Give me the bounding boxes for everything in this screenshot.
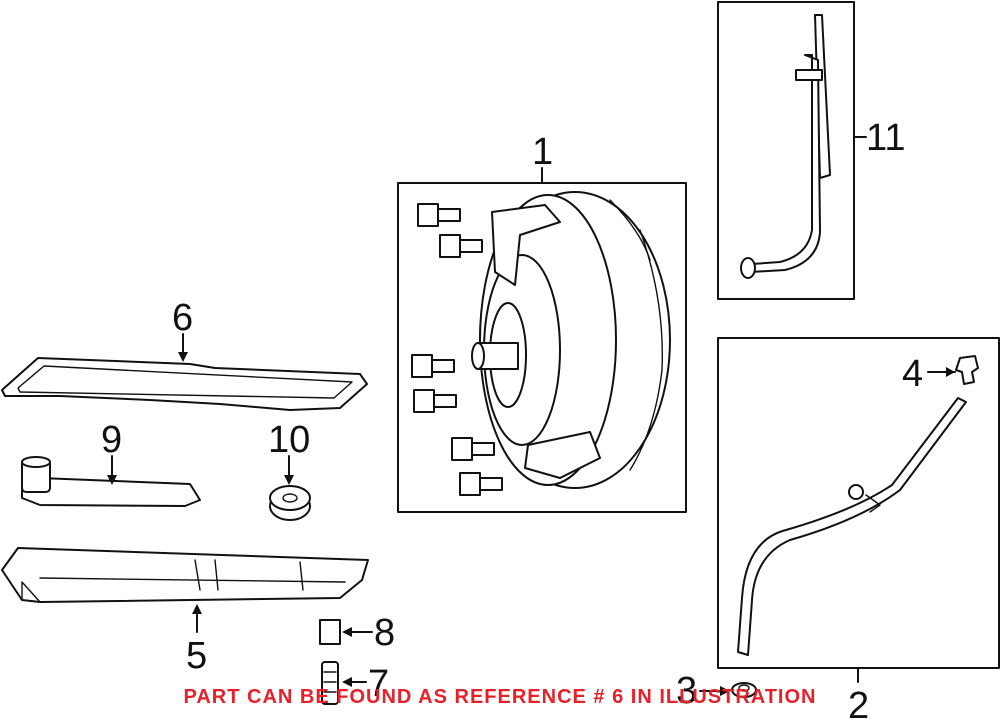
seal-3	[731, 682, 757, 698]
dipstick-tube	[740, 14, 831, 279]
callout-8: 8	[374, 612, 395, 654]
bolt-2	[439, 234, 483, 258]
torque-converter	[471, 191, 671, 489]
part-6-arrow	[178, 352, 188, 362]
clip-8	[319, 619, 341, 645]
callout-4: 4	[902, 353, 923, 395]
bolt-4	[413, 389, 457, 413]
fitting-4	[955, 355, 979, 385]
part-5-arrow	[192, 604, 202, 614]
dipstick	[737, 397, 967, 656]
part-8-arrow	[342, 627, 352, 637]
callout-11: 11	[866, 117, 905, 159]
gasket-6	[1, 357, 368, 411]
callout-5: 5	[186, 635, 207, 677]
part-4-arrow	[946, 367, 955, 377]
bolt-3	[411, 354, 455, 378]
callout-2: 2	[848, 685, 869, 719]
filter-9	[21, 456, 201, 507]
part-3-arrow	[720, 686, 730, 696]
callout-10: 10	[268, 419, 310, 461]
bolt-6	[459, 472, 503, 496]
part-11-frame	[717, 1, 855, 300]
bolt-5	[451, 437, 495, 461]
callout-1: 1	[532, 131, 553, 173]
part-7-arrow	[342, 677, 352, 687]
callout-7: 7	[368, 663, 389, 705]
bolt-1	[417, 203, 461, 227]
callout-6: 6	[172, 297, 193, 339]
callout-3: 3	[676, 670, 697, 712]
grommet-10	[269, 485, 311, 521]
callout-9: 9	[101, 419, 122, 461]
part-10-arrow	[284, 475, 294, 485]
bolt-7	[321, 661, 339, 705]
notice-text: PART CAN BE FOUND AS REFERENCE # 6 IN IL…	[183, 686, 817, 708]
part-9-arrow	[107, 475, 117, 485]
pan-5	[1, 547, 369, 603]
